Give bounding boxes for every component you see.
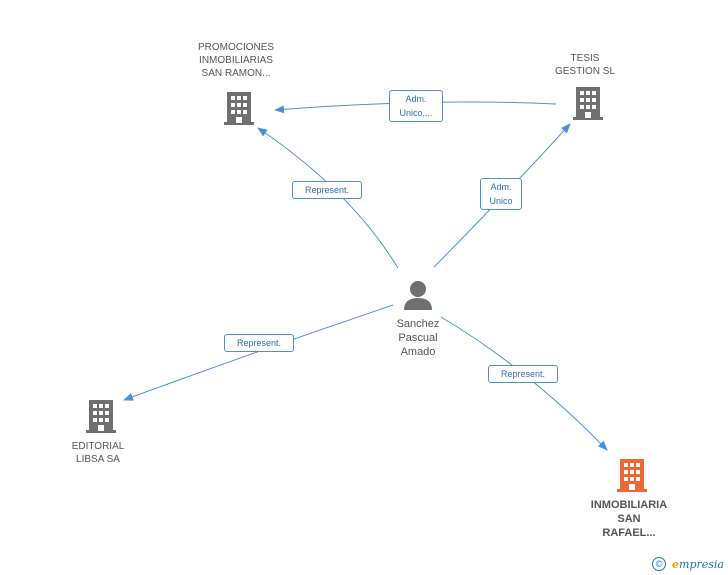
brand-logo[interactable]: empresia [672,558,724,571]
edge-label-person-inmobiliaria: Represent. [488,365,558,383]
edge-person-editorial [123,304,394,401]
edge-label-person-promociones: Represent. [292,181,362,199]
footer: © empresia [652,557,724,571]
node-label-editorial[interactable]: EDITORIAL LIBSA SA [71,441,125,465]
building-icon[interactable] [573,87,603,120]
node-label-promociones[interactable]: PROMOCIONES INMOBILIARIAS SAN RAMON... [197,42,275,79]
copyright-icon: © [652,557,667,571]
node-label-person[interactable]: Sanchez Pascual Amado [396,318,440,358]
brand-logo-text: mpresia [679,557,724,571]
edge-label-tesis-promociones: Adm. Unico,... [389,90,443,122]
node-label-inmobiliaria[interactable]: INMOBILIARIA SAN RAFAEL... [590,499,668,539]
building-icon-highlighted[interactable] [617,459,647,492]
person-icon[interactable] [404,281,432,310]
building-icon[interactable] [86,400,116,433]
building-icon[interactable] [224,92,254,125]
brand-logo-e: e [672,557,680,571]
edge-label-person-tesis: Adm. Unico [480,178,522,210]
edge-label-person-editorial: Represent. [224,334,294,352]
node-label-tesis[interactable]: TESIS GESTION SL [554,53,615,77]
edge-person-inmobiliaria [440,316,608,451]
